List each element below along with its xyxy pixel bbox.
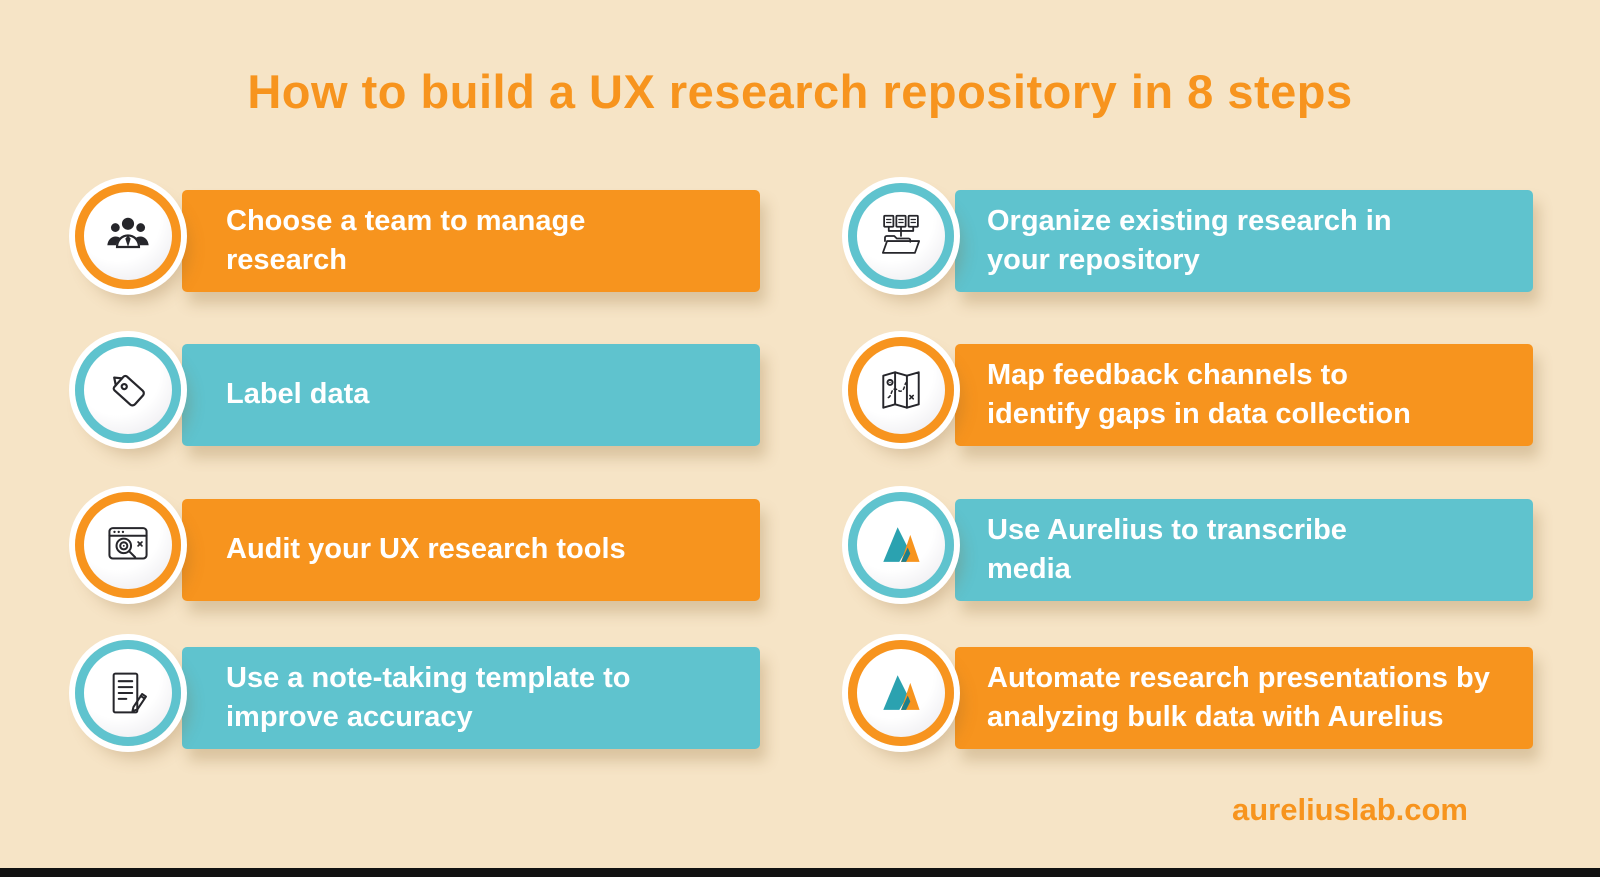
step-bar: Use Aurelius to transcribe media (955, 499, 1533, 601)
step-bar: Audit your UX research tools (182, 499, 760, 601)
magnifier-browser-icon (101, 518, 155, 572)
step-automate-presentations: Automate research presentations by analy… (847, 638, 1535, 758)
folder-documents-icon (874, 209, 928, 263)
page-title: How to build a UX research repository in… (247, 65, 1353, 118)
step-icon-circle (75, 337, 181, 443)
map-icon (874, 363, 928, 417)
step-icon-circle (848, 337, 954, 443)
step-label: Map feedback channels to identify gaps i… (987, 358, 1411, 430)
step-icon-circle (75, 183, 181, 289)
step-bar: Use a note-taking template to improve ac… (182, 647, 760, 749)
step-transcribe-media: Use Aurelius to transcribe media (847, 490, 1535, 610)
step-icon-circle (75, 640, 181, 746)
step-map-feedback: Map feedback channels to identify gaps i… (847, 335, 1535, 455)
step-label: Label data (226, 378, 370, 411)
step-icon-circle (75, 492, 181, 598)
step-organize-research: Organize existing research in your repos… (847, 181, 1535, 301)
step-label: Use Aurelius to transcribe media (987, 513, 1347, 585)
step-audit-tools: Audit your UX research tools (74, 490, 762, 610)
step-choose-team: Choose a team to manage research (74, 181, 762, 301)
step-icon-circle (848, 183, 954, 289)
aurelius-logo-icon (874, 666, 928, 720)
step-label: Automate research presentations by analy… (987, 661, 1490, 733)
step-bar: Automate research presentations by analy… (955, 647, 1533, 749)
bottom-strip (0, 868, 1600, 877)
step-label-data: Label data (74, 335, 762, 455)
step-label: Use a note-taking template to improve ac… (226, 661, 631, 733)
step-note-taking: Use a note-taking template to improve ac… (74, 638, 762, 758)
step-bar: Choose a team to manage research (182, 190, 760, 292)
team-icon (101, 209, 155, 263)
tag-icon (101, 363, 155, 417)
website-link: aureliuslab.com (1231, 792, 1468, 827)
step-label: Choose a team to manage research (226, 204, 586, 276)
step-bar: Label data (182, 344, 760, 446)
step-bar: Organize existing research in your repos… (955, 190, 1533, 292)
step-label: Organize existing research in your repos… (987, 204, 1392, 276)
step-label: Audit your UX research tools (226, 533, 626, 566)
step-icon-circle (848, 492, 954, 598)
step-icon-circle (848, 640, 954, 746)
aurelius-logo-icon (874, 518, 928, 572)
step-bar: Map feedback channels to identify gaps i… (955, 344, 1533, 446)
note-pencil-icon (101, 666, 155, 720)
